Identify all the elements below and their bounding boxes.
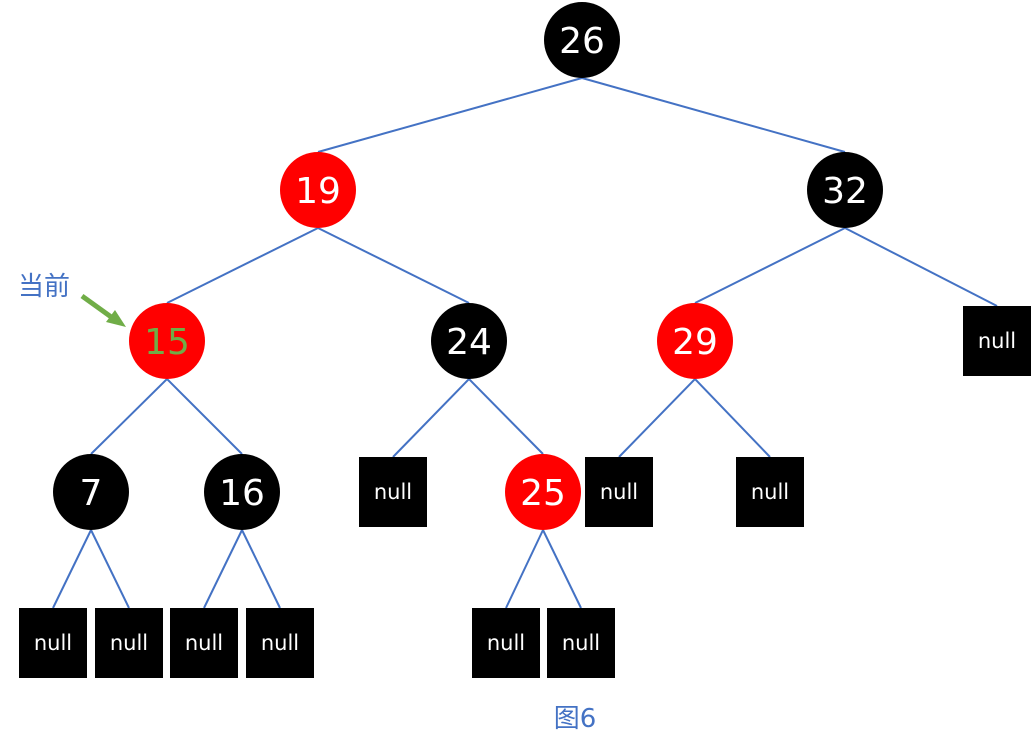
node-value-label: 32: [822, 171, 868, 212]
null-leaf-label: null: [487, 631, 525, 655]
null-leaf-box: [170, 608, 238, 678]
tree-edge: [317, 77, 583, 153]
tree-edge: [203, 529, 243, 609]
tree-edge: [694, 227, 846, 304]
red-node-circle: [129, 303, 205, 379]
tree-node-29: 29: [657, 303, 733, 379]
null-leaf-box: [19, 608, 87, 678]
tree-node-19: 19: [280, 152, 356, 228]
tree-edge: [618, 378, 696, 458]
tree-node-16: 16: [204, 454, 280, 530]
node-value-label: 29: [672, 322, 718, 363]
null-leaf-label: null: [185, 631, 223, 655]
null-leaf-label: null: [600, 480, 638, 504]
null-leaf-box: [359, 457, 427, 527]
tree-edge: [317, 227, 470, 304]
node-value-label: 26: [559, 21, 605, 62]
black-node-circle: [544, 2, 620, 78]
null-leaf-node: null: [246, 608, 314, 678]
current-annotation-label: 当前: [18, 272, 71, 302]
tree-edge: [505, 529, 544, 609]
tree-edge: [694, 378, 771, 458]
node-value-label: 19: [295, 171, 341, 212]
tree-edge: [52, 529, 92, 609]
tree-edge: [90, 529, 130, 609]
tree-node-25: 25: [505, 454, 581, 530]
null-leaf-label: null: [374, 480, 412, 504]
tree-node-15: 15: [129, 303, 205, 379]
tree-node-7: 7: [53, 454, 129, 530]
black-node-circle: [431, 303, 507, 379]
node-value-label: 24: [446, 322, 492, 363]
tree-edge: [241, 529, 281, 609]
tree-edge: [166, 227, 319, 304]
null-leaf-node: null: [963, 306, 1031, 376]
current-pointer-arrow: [80, 293, 126, 327]
tree-edges: [52, 77, 998, 609]
tree-node-24: 24: [431, 303, 507, 379]
tree-edge: [90, 378, 168, 455]
black-node-circle: [807, 152, 883, 228]
node-value-label: 7: [80, 473, 103, 514]
null-leaf-label: null: [978, 329, 1016, 353]
node-value-label: 15: [144, 322, 190, 363]
tree-node-26: 26: [544, 2, 620, 78]
red-node-circle: [505, 454, 581, 530]
null-leaf-node: null: [19, 608, 87, 678]
null-leaf-box: [736, 457, 804, 527]
node-value-label: 16: [219, 473, 265, 514]
null-leaf-label: null: [34, 631, 72, 655]
null-leaf-label: null: [110, 631, 148, 655]
null-leaf-node: null: [585, 457, 653, 527]
null-leaf-node: null: [170, 608, 238, 678]
node-value-label: 25: [520, 473, 566, 514]
tree-node-32: 32: [807, 152, 883, 228]
null-leaf-box: [95, 608, 163, 678]
null-leaf-node: null: [472, 608, 540, 678]
tree-edge: [392, 378, 470, 458]
null-leaf-box: [472, 608, 540, 678]
red-node-circle: [280, 152, 356, 228]
null-leaf-box: [547, 608, 615, 678]
tree-nodes: 26 19 32 15 24 29 7 16 25 null null null null null nul…: [19, 2, 1031, 678]
tree-edge: [581, 77, 846, 153]
null-leaf-node: null: [95, 608, 163, 678]
null-leaf-label: null: [261, 631, 299, 655]
null-leaf-node: null: [547, 608, 615, 678]
null-leaf-box: [963, 306, 1031, 376]
null-leaf-node: null: [736, 457, 804, 527]
null-leaf-box: [246, 608, 314, 678]
tree-edge: [844, 227, 998, 307]
tree-edge: [468, 378, 544, 455]
tree-edge: [542, 529, 582, 609]
null-leaf-node: null: [359, 457, 427, 527]
null-leaf-box: [585, 457, 653, 527]
null-leaf-label: null: [562, 631, 600, 655]
figure-caption: 图6: [553, 704, 597, 734]
black-node-circle: [53, 454, 129, 530]
black-node-circle: [204, 454, 280, 530]
red-node-circle: [657, 303, 733, 379]
tree-edge: [166, 378, 243, 455]
null-leaf-label: null: [751, 480, 789, 504]
